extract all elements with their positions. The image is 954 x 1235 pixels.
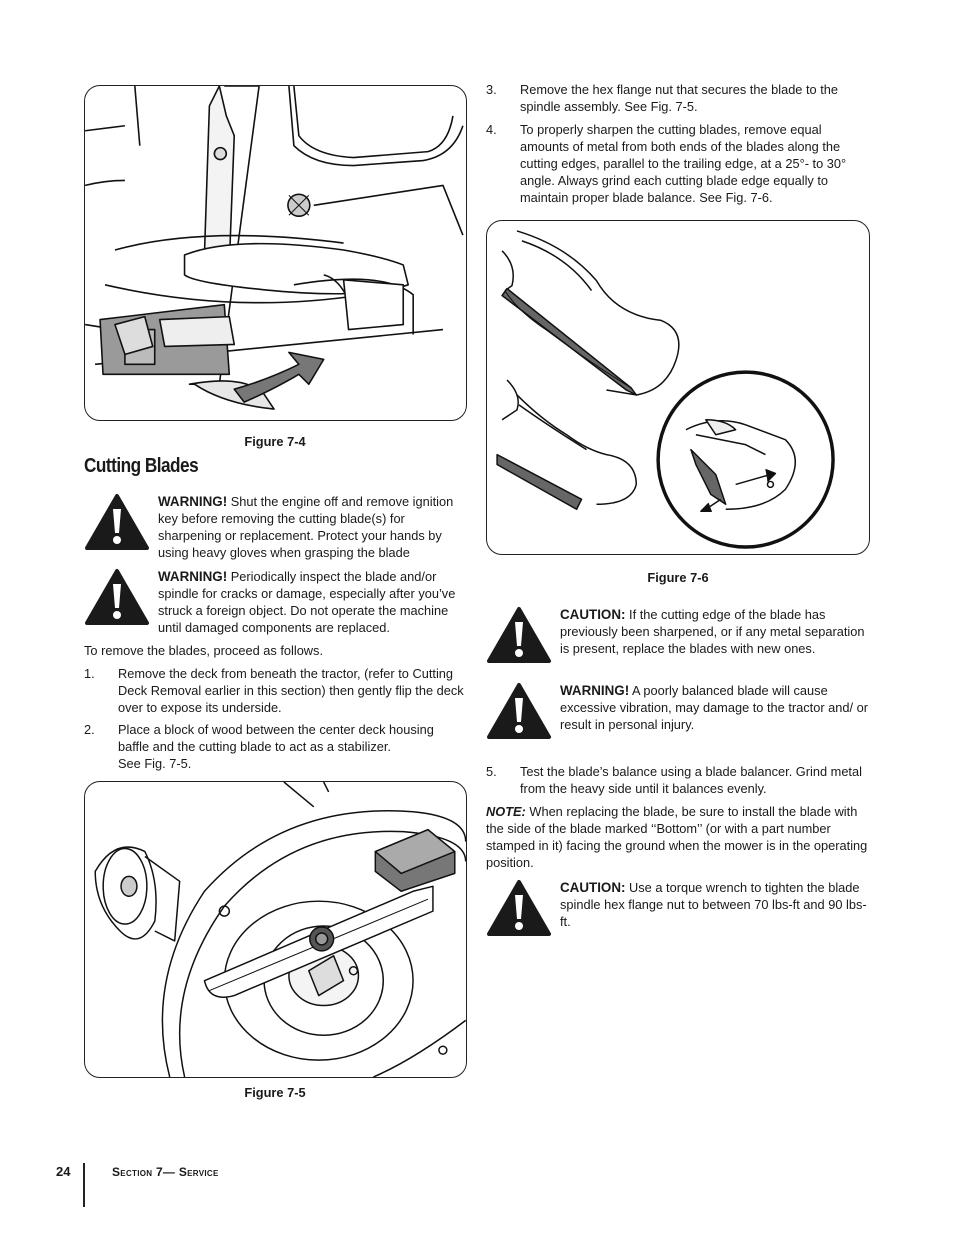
intro-text: To remove the blades, proceed as follows… (84, 643, 324, 658)
warning-body: Shut the engine off and remove ignition … (158, 494, 454, 560)
step-number: 3. (486, 82, 497, 97)
warning-label: WARNING! (560, 683, 630, 698)
step-3: 3. Remove the hex flange nut that secure… (486, 81, 870, 115)
page-number: 24 (56, 1164, 71, 1179)
step-text: To properly sharpen the cutting blades, … (520, 122, 847, 205)
caution-label: CAUTION: (560, 880, 626, 895)
figure-7-6 (486, 220, 870, 555)
section-heading: Cutting Blades (84, 455, 199, 477)
warning-triangle-icon (487, 880, 551, 936)
step-text: Remove the deck from beneath the tractor… (118, 666, 464, 715)
figure-7-6-illustration (496, 230, 835, 549)
warning-notice-2: WARNING! Periodically inspect the blade … (84, 568, 468, 636)
figure-7-5 (84, 781, 467, 1078)
step-text: Test the blade’s balance using a blade b… (520, 764, 862, 796)
step-text: Remove the hex flange nut that secures t… (520, 82, 838, 114)
step-5: 5. Test the blade’s balance using a blad… (486, 763, 870, 797)
warning-triangle-icon (487, 683, 551, 739)
figure-7-5-illustration (94, 782, 466, 1077)
warning-triangle-icon (85, 494, 149, 550)
warning-notice-1-text: WARNING! Shut the engine off and remove … (158, 493, 468, 561)
warning-body: A poorly balanced blade will cause exces… (560, 683, 868, 732)
step-number: 5. (486, 764, 497, 779)
caution-label: CAUTION: (560, 607, 626, 622)
step-number: 2. (84, 722, 95, 737)
caution-body: Use a torque wrench to tighten the blade… (560, 880, 867, 929)
warning-triangle-icon (85, 569, 149, 625)
figure-7-5-caption: Figure 7-5 (244, 1085, 306, 1100)
warning-notice-2-text: WARNING! Periodically inspect the blade … (158, 568, 468, 636)
warning-notice-3-text: WARNING! A poorly balanced blade will ca… (560, 682, 870, 740)
figure-7-4-caption: Figure 7-4 (244, 434, 306, 449)
note-text: When replacing the blade, be sure to ins… (486, 804, 868, 870)
warning-triangle-icon (487, 607, 551, 663)
step-1: 1. Remove the deck from beneath the trac… (84, 665, 468, 716)
step-2: 2. Place a block of wood between the cen… (84, 721, 468, 772)
figure-7-4-illustration (85, 86, 464, 410)
caution-notice-1: CAUTION: If the cutting edge of the blad… (486, 606, 870, 664)
figure-7-6-caption: Figure 7-6 (647, 570, 709, 585)
caution-body: If the cutting edge of the blade has pre… (560, 607, 865, 656)
footer-section-title: Section 7— Service (112, 1165, 219, 1179)
warning-body: Periodically inspect the blade and/or sp… (158, 569, 456, 635)
warning-notice-3: WARNING! A poorly balanced blade will ca… (486, 682, 870, 740)
caution-notice-2-text: CAUTION: Use a torque wrench to tighten … (560, 879, 870, 937)
warning-label: WARNING! (158, 494, 228, 509)
note-paragraph: NOTE: When replacing the blade, be sure … (486, 803, 872, 871)
note-label: NOTE: (486, 804, 526, 819)
caution-notice-2: CAUTION: Use a torque wrench to tighten … (486, 879, 870, 937)
step-number: 1. (84, 666, 95, 681)
footer-divider (83, 1163, 85, 1207)
warning-notice-1: WARNING! Shut the engine off and remove … (84, 493, 468, 561)
warning-label: WARNING! (158, 569, 228, 584)
step-4: 4. To properly sharpen the cutting blade… (486, 121, 870, 206)
step-number: 4. (486, 122, 497, 137)
step-text: Place a block of wood between the center… (118, 722, 434, 754)
step-text-ref: See Fig. 7-5. (118, 756, 192, 771)
caution-notice-1-text: CAUTION: If the cutting edge of the blad… (560, 606, 870, 664)
figure-7-4 (84, 85, 467, 421)
